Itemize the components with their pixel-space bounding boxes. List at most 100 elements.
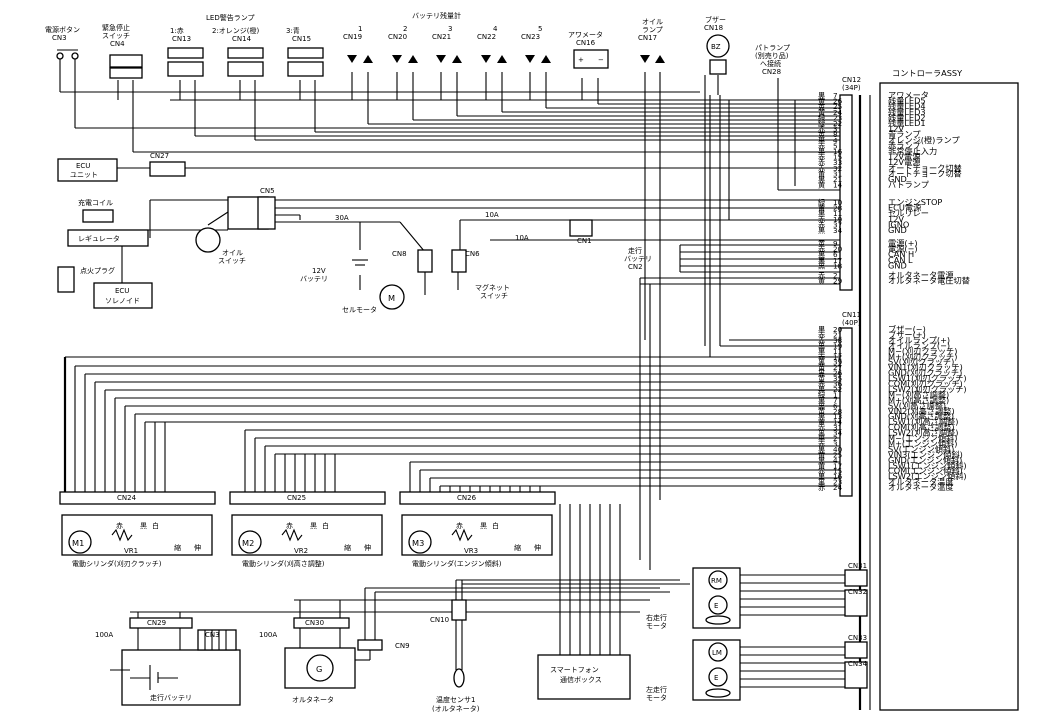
pin-number: 10 [833,198,843,207]
pin-color: 黒 [818,325,825,334]
pin-color: 黒 [818,256,825,265]
pin-number: 7 [833,396,838,405]
cn34-label: CN34 [848,660,868,668]
pin-color: 黄 [818,277,825,286]
pin-number: 4 [833,456,838,465]
ecu-unit-label-2: ユニット [70,171,98,179]
pin-color: 黄 [818,130,825,139]
pin-color: 緑 [818,198,825,207]
pin-color: 黒 [818,385,825,394]
pin-color: 黒 [818,347,825,356]
pin-number: 34 [833,226,843,235]
signal-name: M+(エンジン傾斜) [888,438,957,448]
cn5-label: CN5 [260,187,275,195]
pin-number: 31 [833,423,842,432]
cn11-label: CN11 [842,311,861,319]
patrol-lamp-label-3: へ接続 [760,59,781,68]
pin-number: 6 [833,250,838,259]
signal-name: GND(刈高さ調整) [888,411,954,421]
pin-number: 31 [833,169,842,178]
signal-name: ECU電源 [888,203,921,213]
pin-number: 24 [833,108,843,117]
pin-color: 黒 [818,261,825,270]
controller-labels: コントローラASSY CN12 (34P) CN11 (40P) [842,68,963,327]
signal-name: 12V [888,124,904,134]
pin-color: 黄 [818,374,825,383]
signal-name: オイルランプ(+) [888,335,950,345]
power-button-label: 電源ボタン [45,25,80,34]
travel-batt-cn-label-2: バッテリ [624,255,652,263]
cylinder-caption: 電動シリンダ(エンジン傾斜) [412,559,502,568]
pin-color: 黒 [818,226,825,235]
cylinder-cn-label: CN25 [287,494,306,502]
ammeter-cn: CN16 [576,39,596,47]
bottom-labels: 100A 100A CN29 CN3 CN30 CN9 CN10 走行バッテリ … [95,562,868,713]
cn11-strip [839,327,853,497]
pin-color: 赤 [818,164,825,173]
pin-number: 26 [833,369,843,378]
signal-name: GND [888,260,907,270]
pin-color: 黒 [818,478,825,487]
cylinder-cn-label: CN24 [117,494,137,502]
cn10-label: CN10 [430,616,449,624]
signal-name: VIN3(エンジン傾斜) [888,449,963,459]
travel-batt-cn-label: 走行 [628,246,642,255]
pin-color: 黄 [818,461,825,470]
pin-number: 14 [833,181,843,190]
bm5-cn: CN23 [521,33,540,41]
fuse-10a-1-label: 10A [485,211,499,219]
cn12-pins: (34P) [842,84,861,92]
cyl-retract: 縮 [514,543,521,552]
fuse-100a-1: 100A [95,631,113,639]
pin-number: 2 [833,271,838,280]
signal-name: LSW1(刈刃クラッチ) [888,373,967,383]
signal-name: VIN1(刈刃クラッチ) [888,362,963,372]
emergency-label-1: 緊急停止 [102,23,130,32]
bm1-cn: CN19 [343,33,362,41]
pin-color: 黒 [818,175,825,184]
pin-number: 39 [833,358,843,367]
battery-12v-label: 12V [312,267,326,275]
pin-number: 36 [833,380,843,389]
led1-cn: CN13 [172,35,191,43]
signal-name: COM(刈高さ調整) [888,422,955,432]
pin-color: 黄 [818,239,825,248]
pin-number: 16 [833,472,843,481]
patrol-lamp-cn: CN28 [762,68,781,76]
pin-color: 黒 [818,369,825,378]
battery-meter-title: バッテリ残量計 [412,11,461,20]
pin-number: 22 [833,119,842,128]
pin-color: 黄 [818,169,825,178]
svg-text:−: − [598,56,604,64]
pin-color: 緑 [818,390,825,399]
signal-name: 非常停止入力 [888,146,937,156]
cylinder-motor-symbol: M3 [412,538,424,548]
led2-cn: CN14 [232,35,252,43]
signal-name: GND(エンジン傾斜) [888,455,962,465]
right-motor-label: 右走行 [646,613,667,622]
signal-name: COM(エンジン傾斜) [888,466,963,476]
led1-label: 1:赤 [170,27,184,35]
controller-title: コントローラASSY [892,68,963,78]
cyl-extend: 伸 [534,543,541,552]
signal-name: M+(刈刃クラッチ) [888,351,957,361]
pin-color: 赤 [818,483,825,492]
pin-color: 黒 [818,250,825,259]
pin-number: 15 [833,467,842,476]
cn9-label: CN9 [395,642,410,650]
cylinder-caption: 電動シリンダ(刈刃クラッチ) [72,559,162,568]
signal-name: M−(刈高さ調整) [888,389,949,399]
cn27-label: CN27 [150,152,169,160]
cylinder-vr-label: VR2 [294,547,308,555]
signal-name: パトランプ [888,180,930,190]
signal-name: オレンジ(橙)ランプ [888,135,960,145]
signal-name: SV(刈高さ調整) [888,400,946,410]
cylinder-vr-label: VR1 [124,547,138,555]
pin-color: 赤 [818,271,825,280]
starter-motor-label: セルモータ [342,305,377,314]
pin-number: 12 [833,352,842,361]
ecu-solenoid-label-2: ソレノイド [105,297,140,305]
cyl-extend: 伸 [194,543,201,552]
cn11-pins: (40P) [842,319,861,327]
